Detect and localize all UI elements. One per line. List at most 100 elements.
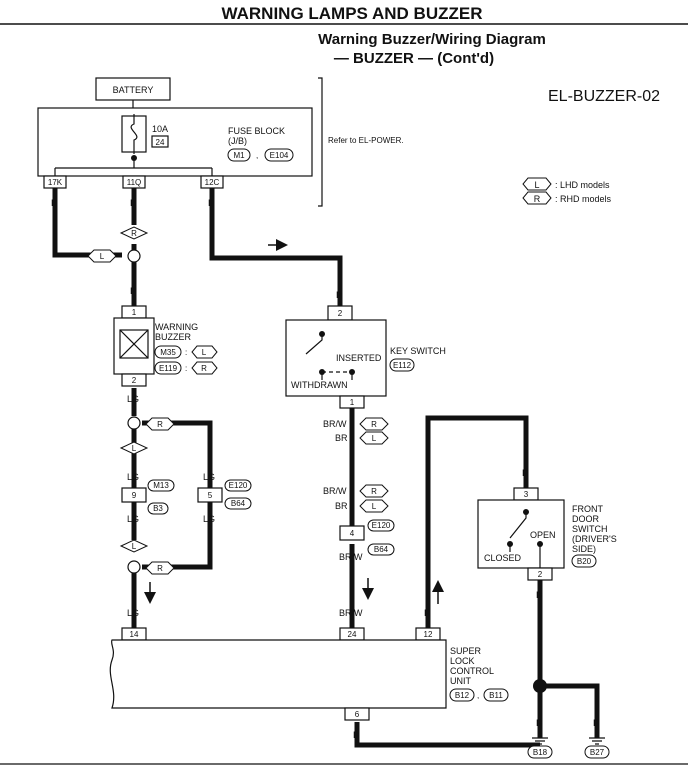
key-switch-box xyxy=(285,319,387,397)
legend-rhd-text: : RHD models xyxy=(555,194,612,204)
legend-rhd-symbol xyxy=(522,191,552,205)
joint-b64: B64 xyxy=(231,499,246,508)
joint-pin9-box xyxy=(121,487,147,503)
key-pin2: 2 xyxy=(338,309,343,318)
buzzer-conn-l-pill xyxy=(154,345,182,359)
cu-conn2: B11 xyxy=(489,691,503,700)
diagram-code: EL-BUZZER-02 xyxy=(548,88,660,105)
joint-b3-pill xyxy=(147,502,169,515)
joint-m13-pill xyxy=(147,479,175,492)
key-model-l-2 xyxy=(359,499,389,513)
key-b64: B64 xyxy=(374,545,389,554)
buzzer-sep-1: : xyxy=(185,348,187,357)
key-model-l-1 xyxy=(359,431,389,445)
model-tag-r-3 xyxy=(145,561,175,575)
ground-splice xyxy=(533,679,547,693)
key-b64-pill xyxy=(367,543,395,556)
cu-conn2-pill xyxy=(483,688,509,702)
fuse-block-jb: (J/B) xyxy=(228,136,247,146)
key-conn: E112 xyxy=(393,361,412,370)
wire-r-door xyxy=(425,415,529,628)
cu-pin24: 24 xyxy=(348,630,357,639)
key-model-r-2 xyxy=(359,484,389,498)
buzzer-conn-r-pill xyxy=(154,361,182,375)
splice-upper xyxy=(127,249,141,263)
terminal-12c-text: 12C xyxy=(205,178,220,187)
buzzer-conn-r: E119 xyxy=(159,364,178,373)
legend-lhd-text: : LHD models xyxy=(555,180,610,190)
ground-b18: B18 xyxy=(533,748,548,757)
cu-label-4: UNIT xyxy=(450,676,471,686)
ground-b27-pill xyxy=(584,745,610,759)
key-pin4: 4 xyxy=(350,529,355,538)
splice-lg-bottom xyxy=(127,560,141,574)
joint-e120-pill xyxy=(224,479,252,492)
fuse-conn1: M1 xyxy=(233,151,245,160)
model-tag-l-2 xyxy=(119,441,149,455)
terminal-11q-text: 11Q xyxy=(127,178,142,187)
legend-lhd-symbol xyxy=(522,177,552,191)
fuse-block-box xyxy=(37,107,313,177)
cu-conn1-pill xyxy=(449,688,475,702)
legend: L : LHD models R : RHD models xyxy=(522,177,612,205)
door-open-label: OPEN xyxy=(530,530,556,540)
fuse-conn-sep: , xyxy=(256,151,258,160)
wires xyxy=(52,188,600,748)
key-withdrawn-label: WITHDRAWN xyxy=(291,380,348,390)
buzzer-pin2: 2 xyxy=(132,376,137,385)
key-model-r-1 xyxy=(359,417,389,431)
terminal-17k-text: 17K xyxy=(48,178,63,187)
cu-conn-sep: , xyxy=(477,691,479,700)
wire-label-b-cu: B xyxy=(353,730,359,740)
wire-label-brw-2: BR/W xyxy=(323,486,347,496)
key-conn-pill xyxy=(389,358,415,372)
model-tag-l-2-text: L xyxy=(132,444,137,453)
model-tag-r-1 xyxy=(119,226,149,240)
fuse-conn2: E104 xyxy=(270,151,289,160)
wire-label-lg-3: LG xyxy=(203,472,215,482)
buzzer-pin1: 1 xyxy=(132,308,137,317)
joint-b64-pill xyxy=(224,497,252,510)
key-pin1: 1 xyxy=(350,398,355,407)
door-pin2: 2 xyxy=(538,570,543,579)
ground-b18-pill xyxy=(527,745,553,759)
joint-pin9: 9 xyxy=(132,491,137,500)
joint-pin5-box xyxy=(197,487,223,503)
key-e120-pill xyxy=(367,519,395,532)
cu-pin12: 12 xyxy=(424,630,433,639)
wire-12c-keyswitch xyxy=(209,188,343,306)
refer-bracket xyxy=(318,77,323,207)
ground-symbol-b27 xyxy=(589,737,605,745)
wire-label-lg-5: LG xyxy=(203,514,215,524)
wire-label-brw-3: BR/W xyxy=(339,552,363,562)
buzzer-label-1: WARNING xyxy=(155,322,198,332)
wire-label-r-cu: R xyxy=(424,608,431,618)
cu-pin6-box xyxy=(344,707,370,721)
door-label-2: DOOR xyxy=(572,514,600,524)
fuse-amps: 10A xyxy=(152,124,168,134)
key-switch-contacts xyxy=(305,334,353,380)
diagram-title: Warning Buzzer/Wiring Diagram xyxy=(318,31,546,48)
wire-b27 xyxy=(540,683,600,738)
wire-label-b-g1: B xyxy=(536,718,542,728)
joint-m13: M13 xyxy=(153,481,169,490)
wire-label-br-1: BR xyxy=(335,433,348,443)
buzzer-sep-2: : xyxy=(185,364,187,373)
door-label-4: (DRIVER'S xyxy=(572,534,617,544)
door-pin2-box xyxy=(527,567,553,581)
model-tag-r-1-text: R xyxy=(131,229,137,238)
fuse-number-box xyxy=(151,135,169,148)
key-model-l-2-text: L xyxy=(372,502,377,511)
fuse-number: 24 xyxy=(156,138,165,147)
door-label-1: FRONT xyxy=(572,504,603,514)
splice-lg-top xyxy=(127,416,141,430)
door-label-5: SIDE) xyxy=(572,544,596,554)
key-pin4-box xyxy=(339,525,365,541)
section-title: WARNING LAMPS AND BUZZER xyxy=(222,4,483,23)
buzzer-model-r xyxy=(191,361,218,375)
door-closed-label: CLOSED xyxy=(484,553,522,563)
door-pin3: 3 xyxy=(524,490,529,499)
wire-label-brw-4: BR/W xyxy=(339,608,363,618)
key-model-l-1-text: L xyxy=(372,434,377,443)
wire-label-p-buzzer: P xyxy=(130,286,136,296)
